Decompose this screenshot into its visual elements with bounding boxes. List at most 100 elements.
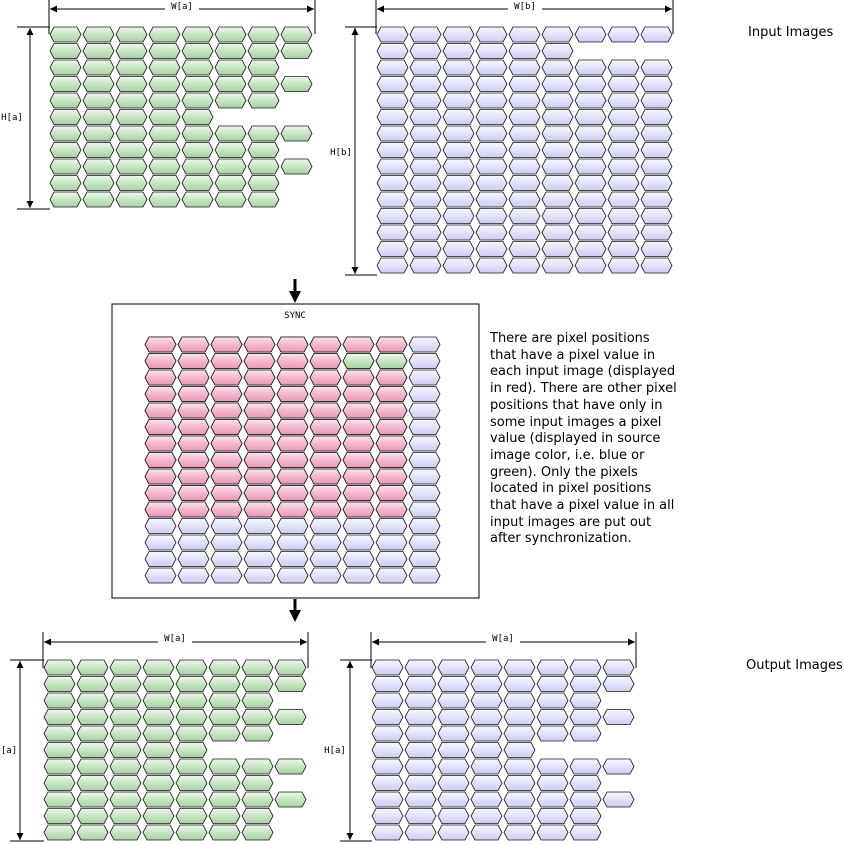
blue-pixel bbox=[541, 224, 574, 241]
red-pixel bbox=[276, 336, 309, 353]
blue-pixel bbox=[442, 26, 475, 43]
green-pixel bbox=[214, 142, 247, 158]
blue-pixel bbox=[508, 92, 541, 109]
green-pixel bbox=[208, 676, 241, 692]
blue-pixel bbox=[375, 534, 408, 551]
blue-pixel bbox=[640, 26, 673, 43]
red-pixel bbox=[309, 452, 342, 468]
blue-pixel bbox=[640, 191, 673, 208]
green-pixel bbox=[109, 824, 142, 841]
green-pixel bbox=[175, 808, 208, 824]
green-pixel bbox=[208, 758, 241, 775]
green-pixel bbox=[76, 824, 109, 841]
output-a-width-label: W[a] bbox=[164, 634, 186, 644]
blue-pixel bbox=[408, 485, 441, 501]
green-pixel bbox=[109, 659, 142, 676]
green-pixel bbox=[247, 76, 280, 92]
blue-pixel bbox=[470, 709, 503, 725]
green-pixel bbox=[76, 758, 109, 775]
blue-pixel bbox=[475, 257, 508, 274]
blue-pixel bbox=[210, 534, 243, 551]
blue-pixel bbox=[375, 551, 408, 567]
blue-pixel bbox=[541, 109, 574, 125]
green-pixel bbox=[49, 43, 82, 59]
blue-pixel bbox=[536, 659, 569, 676]
green-pixel bbox=[76, 791, 109, 808]
flow-arrow-sync-to-output bbox=[289, 599, 301, 622]
green-pixel bbox=[274, 758, 307, 775]
blue-pixel bbox=[442, 158, 475, 175]
blue-pixel bbox=[640, 59, 673, 76]
green-pixel bbox=[49, 142, 82, 158]
blue-pixel bbox=[503, 742, 536, 758]
blue-pixel bbox=[607, 208, 640, 224]
red-pixel bbox=[144, 468, 177, 485]
blue-pixel bbox=[276, 534, 309, 551]
input-a-width-label: W[a] bbox=[171, 2, 193, 12]
green-pixel bbox=[181, 76, 214, 92]
blue-pixel bbox=[371, 692, 404, 709]
blue-pixel bbox=[607, 158, 640, 175]
red-pixel bbox=[210, 485, 243, 501]
green-pixel bbox=[109, 692, 142, 709]
green-pixel bbox=[241, 791, 274, 808]
blue-pixel bbox=[541, 175, 574, 191]
blue-pixel bbox=[602, 659, 635, 676]
blue-pixel bbox=[309, 518, 342, 534]
blue-pixel bbox=[404, 676, 437, 692]
green-pixel bbox=[148, 191, 181, 208]
green-pixel bbox=[115, 59, 148, 76]
blue-pixel bbox=[376, 26, 409, 43]
blue-pixel bbox=[602, 676, 635, 692]
red-pixel bbox=[144, 336, 177, 353]
blue-pixel bbox=[404, 791, 437, 808]
red-pixel bbox=[144, 369, 177, 386]
red-pixel bbox=[342, 336, 375, 353]
green-pixel bbox=[43, 808, 76, 824]
blue-pixel bbox=[210, 518, 243, 534]
blue-pixel bbox=[371, 791, 404, 808]
red-pixel bbox=[375, 452, 408, 468]
red-pixel bbox=[177, 452, 210, 468]
blue-pixel bbox=[409, 125, 442, 142]
blue-pixel bbox=[503, 676, 536, 692]
green-pixel bbox=[148, 158, 181, 175]
blue-pixel bbox=[640, 208, 673, 224]
red-pixel bbox=[177, 501, 210, 518]
blue-pixel bbox=[177, 534, 210, 551]
blue-pixel bbox=[503, 791, 536, 808]
red-pixel bbox=[342, 369, 375, 386]
blue-pixel bbox=[602, 791, 635, 808]
blue-pixel bbox=[342, 551, 375, 567]
green-pixel bbox=[115, 142, 148, 158]
blue-pixel bbox=[442, 191, 475, 208]
blue-pixel bbox=[470, 659, 503, 676]
output-a-width-dimension: W[a] bbox=[42, 632, 309, 668]
green-pixel bbox=[181, 191, 214, 208]
blue-pixel bbox=[437, 709, 470, 725]
red-pixel bbox=[375, 336, 408, 353]
blue-pixel bbox=[574, 125, 607, 142]
green-pixel bbox=[280, 158, 313, 175]
blue-pixel bbox=[475, 158, 508, 175]
red-pixel bbox=[375, 419, 408, 435]
blue-pixel bbox=[607, 26, 640, 43]
blue-pixel bbox=[574, 191, 607, 208]
blue-pixel bbox=[442, 175, 475, 191]
blue-pixel bbox=[503, 775, 536, 791]
blue-pixel bbox=[475, 92, 508, 109]
blue-pixel bbox=[177, 551, 210, 567]
blue-pixel bbox=[442, 125, 475, 142]
blue-pixel bbox=[376, 76, 409, 92]
green-pixel bbox=[109, 709, 142, 725]
green-pixel bbox=[76, 709, 109, 725]
red-pixel bbox=[276, 435, 309, 452]
green-pixel bbox=[274, 709, 307, 725]
red-pixel bbox=[243, 386, 276, 402]
green-pixel bbox=[175, 709, 208, 725]
green-pixel bbox=[115, 175, 148, 191]
blue-pixel bbox=[508, 158, 541, 175]
blue-pixel bbox=[409, 241, 442, 257]
red-pixel bbox=[276, 485, 309, 501]
